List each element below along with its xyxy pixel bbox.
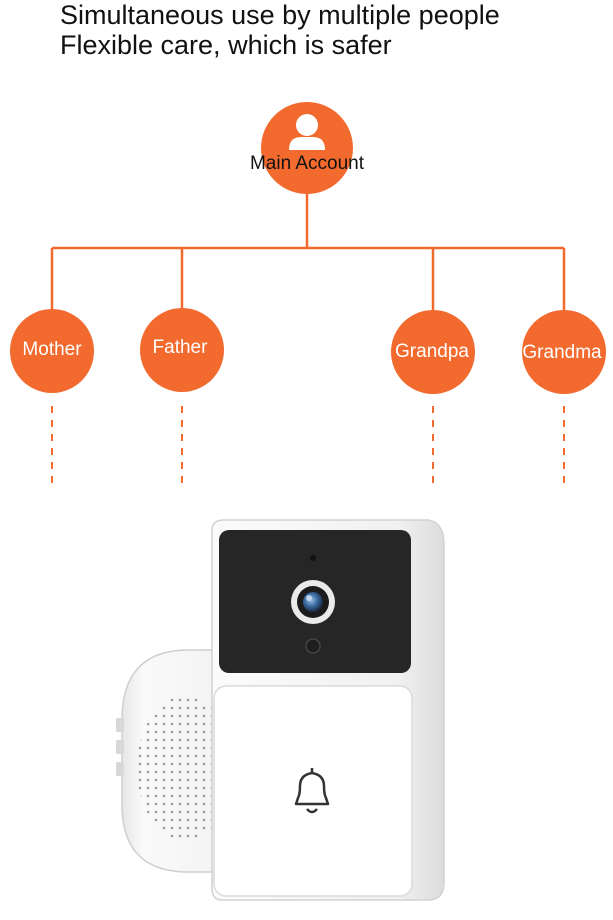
headline: Simultaneous use by multiple people Flex… [60, 0, 500, 60]
tree-dashed-lines [51, 406, 565, 490]
bell-icon [294, 768, 330, 814]
camera-lens [303, 592, 323, 612]
member-label-mother: Mother [22, 339, 82, 360]
headline-line-2: Flexible care, which is safer [60, 30, 392, 60]
chime-unit [116, 649, 233, 873]
member-label-grandpa: Grandpa [395, 341, 469, 362]
member-node-father [140, 308, 224, 392]
headline-line-1: Simultaneous use by multiple people [60, 0, 500, 30]
doorbell-button-panel [213, 685, 413, 897]
member-label-father: Father [152, 337, 208, 358]
member-node-grandma [522, 310, 606, 394]
member-node-mother [10, 309, 94, 393]
tree-connectors [50, 190, 566, 320]
speaker-grille [137, 696, 233, 840]
user-icon [289, 114, 325, 150]
member-label-grandma: Grandma [522, 342, 602, 363]
member-node-grandpa [391, 310, 475, 394]
main-account-label: Main Account [249, 153, 365, 174]
account-tree-diagram [10, 102, 606, 490]
doorbell-body [211, 519, 445, 901]
